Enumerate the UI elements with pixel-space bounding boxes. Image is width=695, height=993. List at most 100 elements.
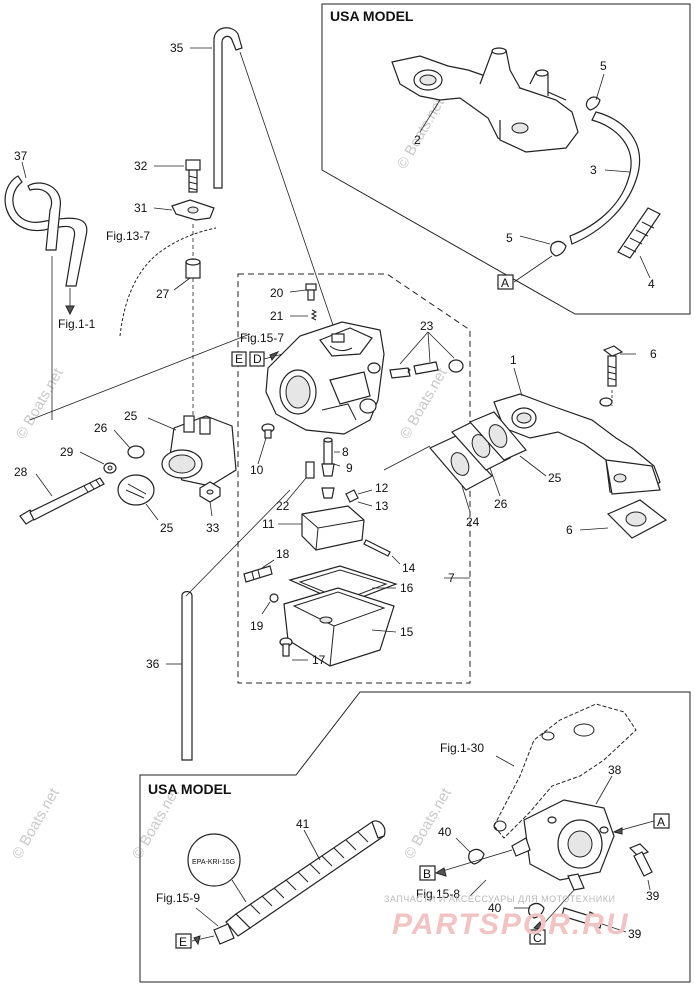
callout-17: 16 [400, 581, 414, 595]
gasket-25-outer [429, 435, 493, 491]
callout-27: 25 [124, 409, 138, 423]
screw-21 [305, 283, 317, 301]
callout-4: 4 [648, 277, 655, 291]
usa-model-bottom-title: USA MODEL [148, 781, 232, 797]
watermark: © Boats.net [401, 785, 455, 862]
insulator-26 [451, 419, 511, 471]
callout-9: 8 [342, 445, 349, 459]
brand-tagline: ЗАПЧАСТИ И АКСЕССУАРЫ ДЛЯ МОТОТЕХНИКИ [384, 894, 615, 904]
callout-39: 39 [628, 927, 642, 941]
connector-a-box [497, 274, 514, 290]
callout-40: 40 [438, 825, 452, 839]
bolt-39-right [628, 843, 653, 877]
fig-ref-15-7: Fig.15-7 [240, 331, 284, 345]
watermark: © Boats.net [394, 95, 448, 172]
epa-tag-label: EPA-KRI-15G [192, 859, 235, 866]
fig-ref-15-9: Fig.15-9 [156, 891, 200, 905]
callout-31: 28 [14, 465, 28, 479]
callout-38: 38 [608, 763, 622, 777]
callout-25: 24 [466, 515, 480, 529]
bolt-39-lower [561, 907, 603, 929]
connector-b-box [419, 865, 436, 881]
hose-clip-40-lower [528, 902, 545, 919]
callout-1: 1 [510, 353, 517, 367]
callout-24: 23 [420, 319, 434, 333]
fuel-hose-usa [569, 111, 641, 245]
connector-b: B [423, 867, 431, 881]
connector-d: D [253, 352, 262, 366]
connector-a-bottom: A [657, 815, 665, 829]
hose-clip-lower [550, 240, 567, 257]
hose-connector [213, 923, 235, 945]
callout-40: 40 [488, 901, 502, 915]
callout-35: 33 [206, 521, 220, 535]
callout-10: 9 [346, 461, 353, 475]
intake-manifold-1 [493, 393, 661, 495]
carburetor-body [265, 321, 385, 435]
callout-41: 41 [296, 817, 310, 831]
pilot-screw-set-24 [389, 359, 464, 379]
callout-36: 35 [170, 41, 184, 55]
fig-ref-1-1: Fig.1-1 [58, 317, 96, 331]
long-bolt-31 [19, 477, 105, 525]
drain-screw-19 [243, 565, 273, 583]
intake-manifold-usa [391, 47, 579, 153]
callout-6: 6 [566, 523, 573, 537]
looped-hose [4, 175, 88, 287]
callout-5: 5 [600, 59, 607, 73]
connector-a: A [501, 276, 509, 290]
callout-34: 32 [134, 159, 148, 173]
connector-e-box [231, 351, 247, 367]
o-ring-20 [269, 593, 279, 603]
spiral-protector [617, 207, 661, 259]
brand-site: PARTSPOR.RU [392, 908, 630, 941]
main-jet-23 [305, 461, 315, 479]
callout-22: 21 [270, 309, 284, 323]
usa-model-title: USA MODEL [330, 8, 414, 24]
callout-12: 11 [262, 517, 275, 531]
bolt-7 [602, 345, 624, 387]
connector-e-bottom: E [179, 935, 187, 949]
callout-23: 22 [276, 499, 290, 513]
collar-30 [185, 258, 201, 279]
screw-18 [279, 637, 293, 657]
nut-29 [127, 445, 145, 459]
epa-tag [187, 833, 241, 887]
callout-37: 37 [14, 149, 28, 163]
fig-ref-15-8: Fig.15-8 [416, 887, 460, 901]
callout-15: 14 [402, 561, 416, 575]
callout-3: 3 [590, 163, 597, 177]
spring-22 [310, 309, 318, 321]
callout-13: 12 [375, 481, 389, 495]
callout-2: 2 [414, 133, 421, 147]
usa-model-box-outline [321, 3, 691, 315]
float-bowl-16 [283, 587, 395, 667]
watermark: © Boats.net [9, 785, 63, 862]
usa-model-intake-box: USA MODEL [321, 3, 691, 315]
callout-16: 15 [400, 625, 414, 639]
callout-11: 10 [250, 463, 264, 477]
callout-14: 13 [375, 499, 389, 513]
callout-20: 19 [250, 619, 264, 633]
bolt-34 [185, 159, 201, 193]
callout-32: 29 [60, 445, 74, 459]
fig-ref-13-7: Fig.13-7 [106, 229, 150, 243]
nozzle-9 [321, 437, 335, 477]
needle-valve-13 [321, 487, 359, 503]
callout-39: 39 [646, 889, 660, 903]
gasket-6 [606, 499, 668, 539]
mounting-bracket [493, 703, 637, 839]
callout-28: 25 [160, 521, 174, 535]
callout-29: 26 [94, 421, 108, 435]
fig-ref-1-30: Fig.1-30 [440, 741, 484, 755]
cover-disc-28 [117, 474, 155, 506]
callout-5: 5 [506, 231, 513, 245]
callout-36: 36 [146, 657, 160, 671]
float-pin-15 [363, 539, 391, 557]
connector-c-box [529, 929, 546, 945]
hose-clip-40-upper [468, 848, 485, 865]
connector-e: E [235, 352, 243, 366]
vent-hose-bottom [181, 590, 193, 761]
